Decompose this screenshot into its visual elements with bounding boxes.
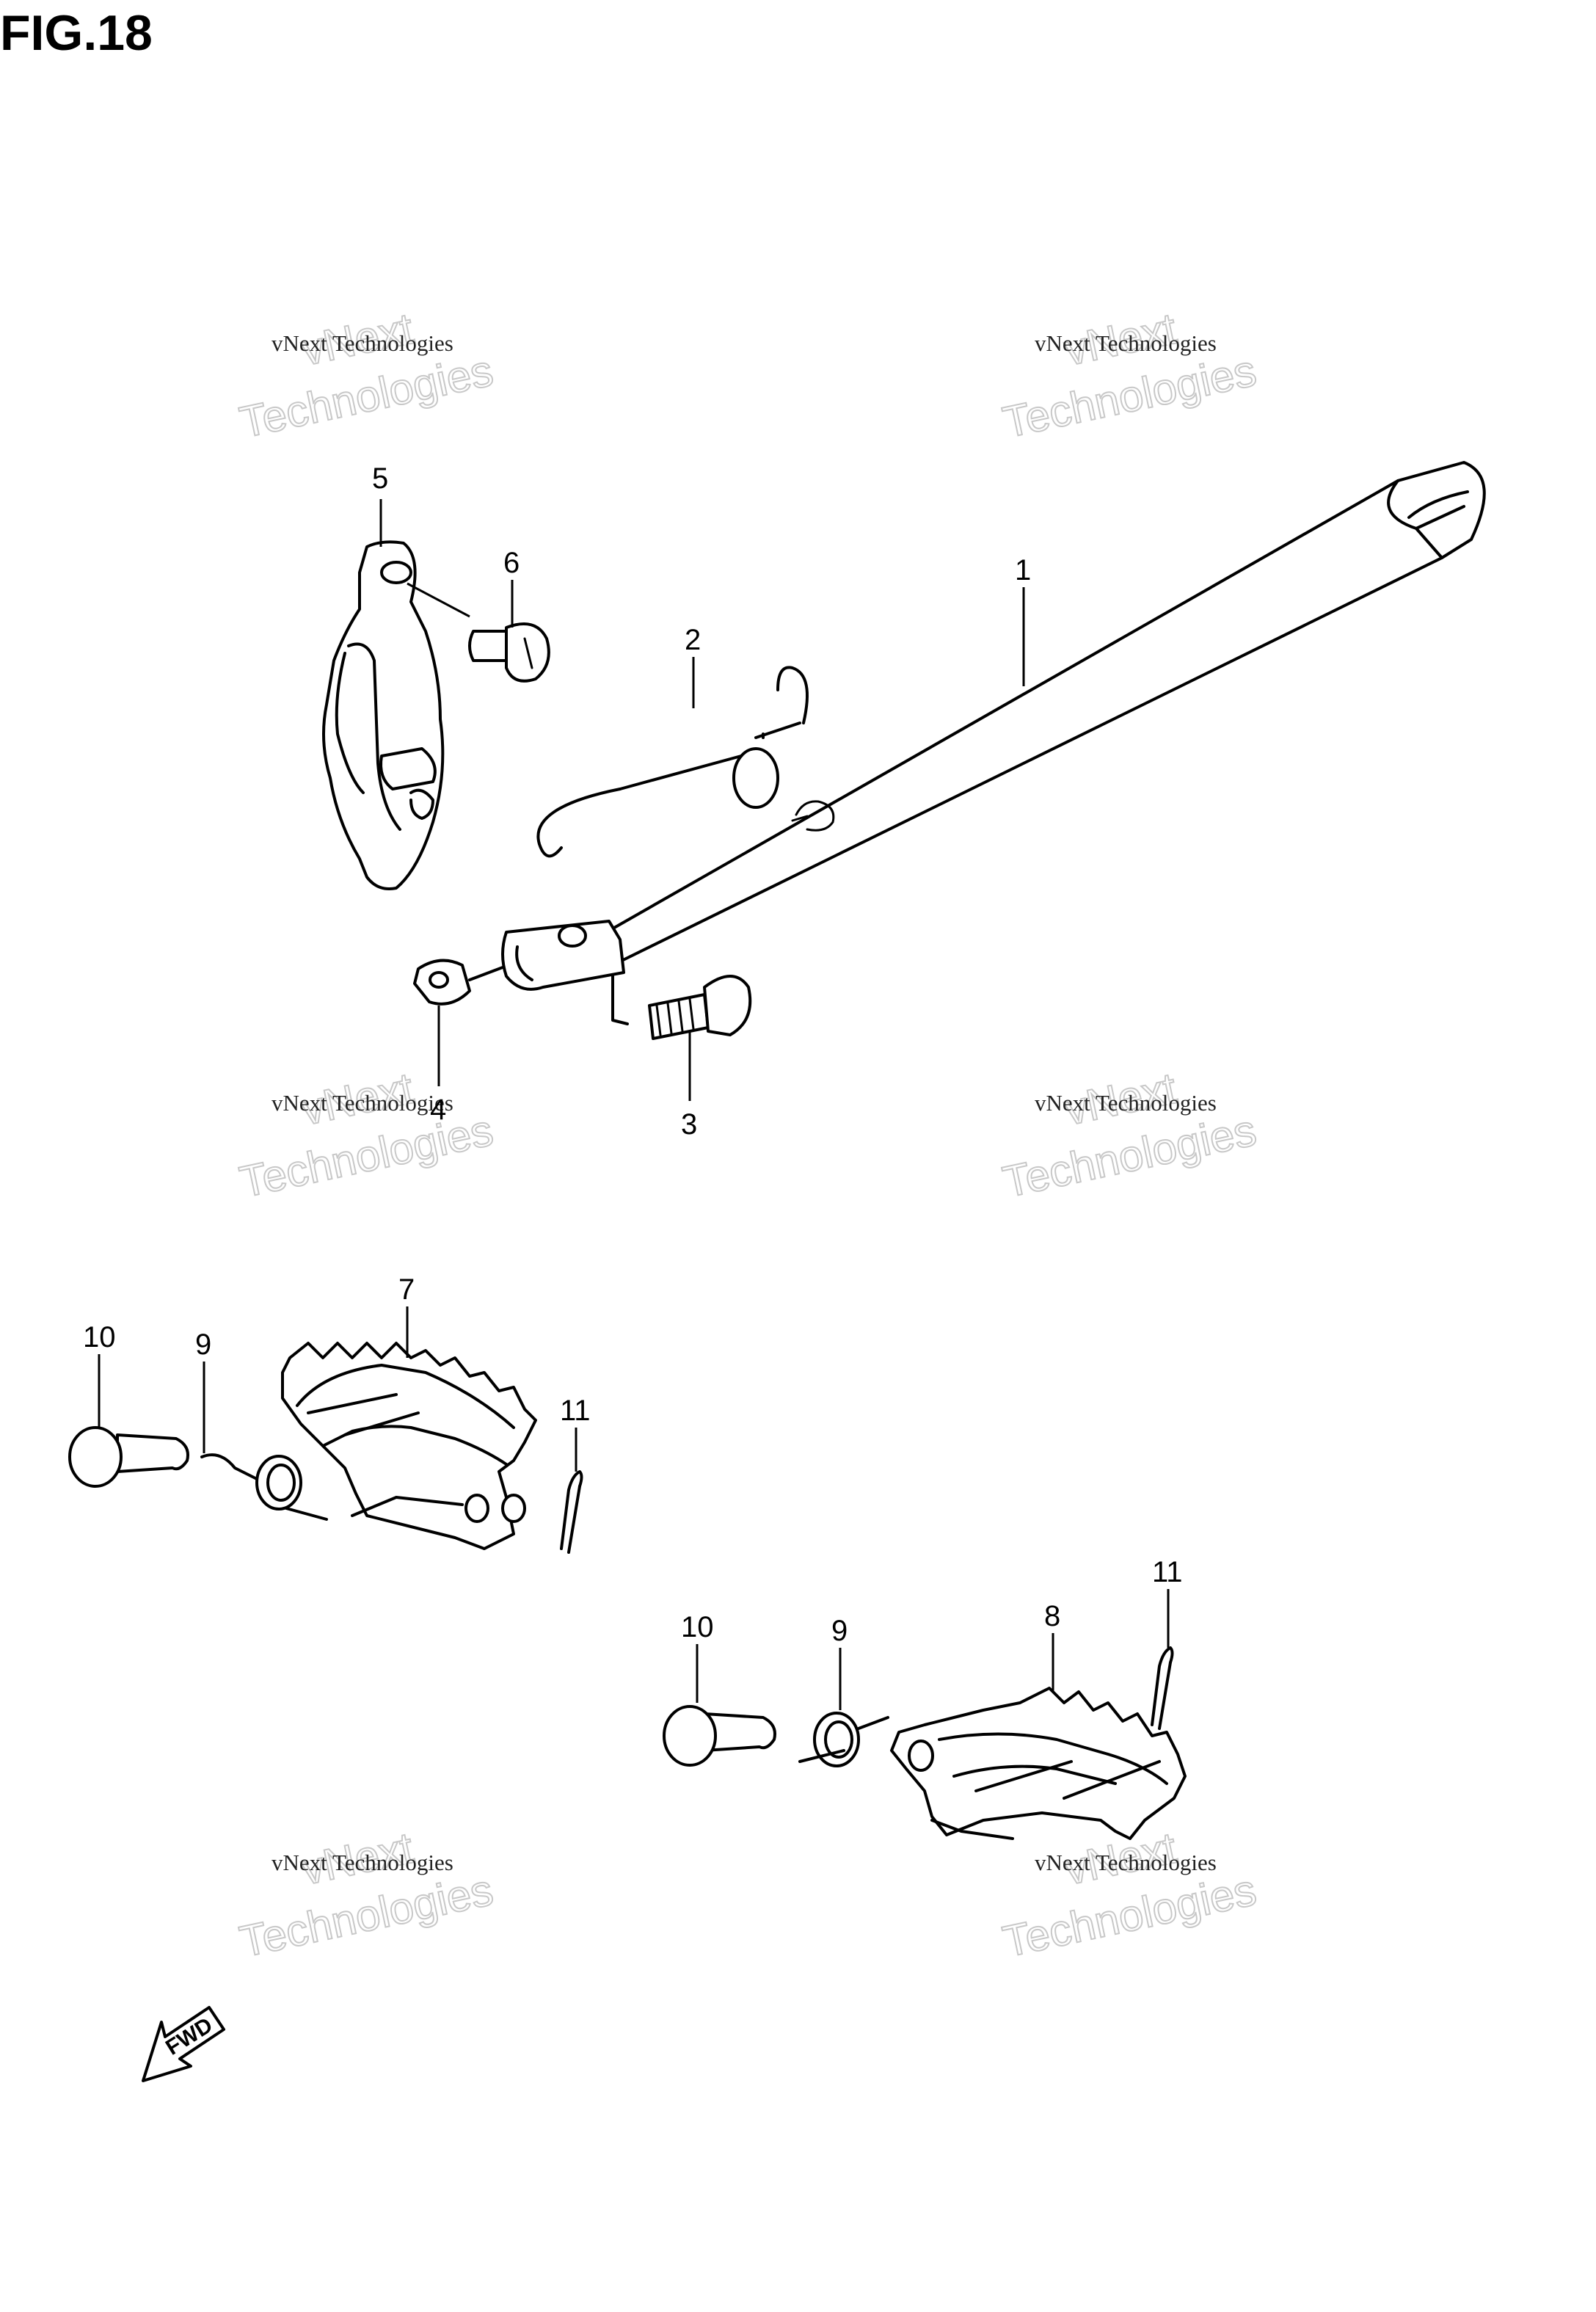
watermark-text: vNext Technologies [272,330,453,356]
forward-direction-arrow: FWD [142,2006,225,2082]
watermark-text: vNext Technologies [1035,1850,1217,1875]
callout-2: 2 [685,624,701,656]
nut [413,959,504,1006]
watermark-text: vNext Technologies [1035,330,1217,356]
watermark: vNext Technologies vNext Technologies [235,1822,498,1967]
watermark-text: vNext Technologies [272,1090,453,1116]
watermark: vNext Technologies vNext Technologies [235,1062,498,1207]
callout-11: 11 [560,1395,591,1427]
cotter-pin-right [1151,1646,1174,1730]
bracket-bolt [407,582,550,683]
callout-3: 3 [681,1108,697,1141]
callout-10: 10 [83,1321,116,1353]
watermark-text: vNext Technologies [1035,1090,1217,1116]
footrest-pin-right [663,1705,776,1767]
side-stand-bar [501,461,1486,1025]
callout-1: 1 [1015,554,1031,586]
figure-title: FIG.18 [0,5,153,61]
cotter-pin-left [560,1470,583,1554]
watermark-text: vNext Technologies [272,1850,453,1875]
callout-4: 4 [430,1094,446,1126]
footrest-pin-left [68,1426,189,1488]
footrest-left [281,1342,537,1550]
watermark: vNext Technologies vNext Technologies [998,302,1261,448]
callout-9-right: 9 [831,1615,848,1647]
footrest-right [890,1687,1187,1840]
callout-9: 9 [195,1328,211,1361]
watermark: vNext Technologies vNext Technologies [235,302,498,448]
footrest-spring-right [798,1712,889,1767]
footrest-spring-left [200,1453,328,1521]
callout-6: 6 [503,547,520,579]
spring [536,666,809,858]
callout-10-right: 10 [681,1611,714,1643]
watermark: vNext Technologies vNext Technologies [998,1822,1261,1967]
stand-bracket [322,540,445,890]
callout-11-right: 11 [1152,1556,1183,1588]
callout-8: 8 [1044,1600,1060,1632]
callout-7: 7 [398,1273,415,1306]
callout-5: 5 [372,462,388,495]
bolt [648,975,752,1040]
watermark: vNext Technologies vNext Technologies [998,1062,1261,1207]
